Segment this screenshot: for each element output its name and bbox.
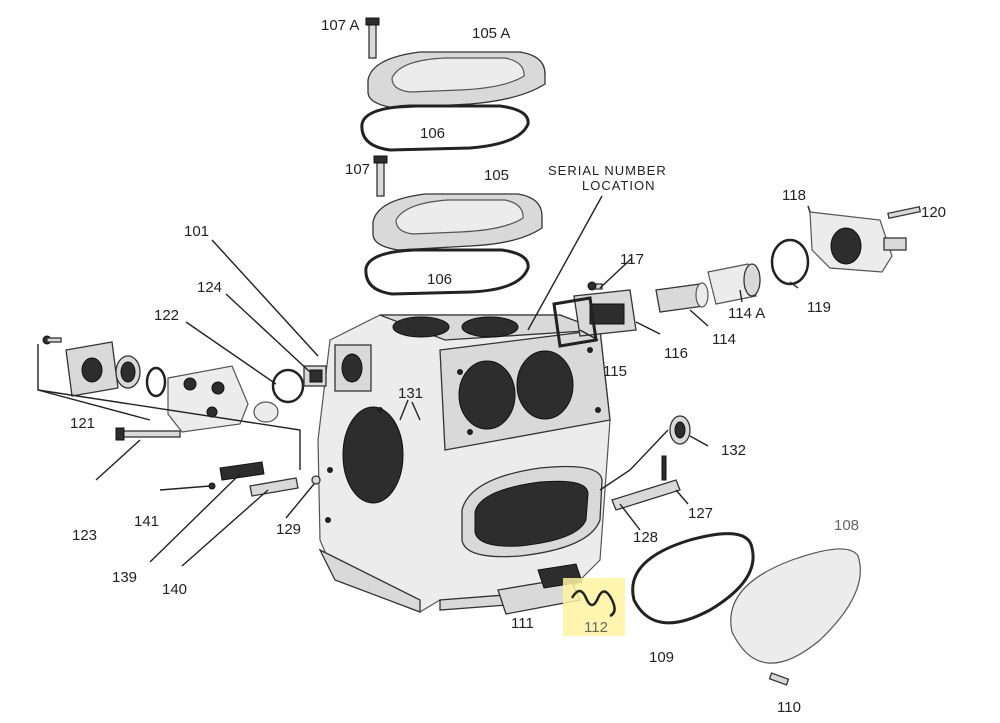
label-121: 121 xyxy=(70,415,95,432)
label-123: 123 xyxy=(72,527,97,544)
cover-108 xyxy=(730,548,861,664)
plate-121 xyxy=(65,341,119,397)
plug-129 xyxy=(311,475,321,485)
label-118: 118 xyxy=(782,187,806,204)
label-112: 112 xyxy=(584,619,608,636)
crankcase-block xyxy=(317,314,611,613)
label-114: 114 xyxy=(712,331,736,348)
label-107a: 107 A xyxy=(321,17,359,34)
oring-119 xyxy=(770,238,810,286)
cover-105 xyxy=(372,193,543,251)
cover-105a xyxy=(367,51,546,109)
strip-140 xyxy=(249,477,299,497)
leader-lines xyxy=(37,195,811,567)
label-119: 119 xyxy=(807,299,831,316)
gasket-115 xyxy=(552,296,598,348)
label-116: 116 xyxy=(664,345,688,362)
label-129: 129 xyxy=(276,521,301,538)
label-110: 110 xyxy=(777,699,801,716)
label-105a: 105 A xyxy=(472,25,510,42)
label-106-top: 106 xyxy=(420,125,445,142)
label-120: 120 xyxy=(921,204,946,221)
label-109: 109 xyxy=(649,649,674,666)
label-139: 139 xyxy=(112,569,137,586)
oil-pump-118 xyxy=(809,211,907,273)
pump-body-122 xyxy=(167,365,279,433)
label-serial-line2: LOCATION xyxy=(582,178,656,193)
screw-107a xyxy=(365,17,380,59)
screw-107 xyxy=(373,155,388,197)
gasket-106-bottom xyxy=(364,248,530,296)
gasket-109 xyxy=(631,532,755,625)
plate-139 xyxy=(219,461,265,481)
screw-120 xyxy=(887,205,922,220)
screw-110 xyxy=(768,672,790,686)
plug-132 xyxy=(669,415,691,445)
oring-124 xyxy=(271,368,305,404)
oring-left xyxy=(145,366,167,398)
screw-117 xyxy=(587,281,603,291)
label-106-bottom: 106 xyxy=(427,271,452,288)
label-105: 105 xyxy=(484,167,509,184)
label-128: 128 xyxy=(633,529,658,546)
label-115: 115 xyxy=(603,363,627,380)
bolt-123 xyxy=(115,427,181,441)
screw-left-top xyxy=(42,335,62,345)
label-114a: 114 A xyxy=(728,305,765,322)
filter-114a xyxy=(707,263,761,305)
label-108: 108 xyxy=(834,517,859,534)
label-107: 107 xyxy=(345,161,370,178)
spring-112 xyxy=(570,589,616,618)
gasket-106-top xyxy=(360,104,530,152)
label-117: 117 xyxy=(620,251,644,268)
label-141: 141 xyxy=(134,513,159,530)
label-131: 131 xyxy=(398,385,423,402)
label-serial-line1: SERIAL NUMBER xyxy=(548,163,667,178)
shaft-128 xyxy=(611,455,681,511)
label-111: 111 xyxy=(511,615,534,632)
label-122: 122 xyxy=(154,307,179,324)
seal-121 xyxy=(115,355,141,389)
cover-116 xyxy=(573,289,637,337)
strainer-114 xyxy=(655,282,709,313)
fitting-101 xyxy=(303,365,327,387)
label-127: 127 xyxy=(688,505,713,522)
label-140: 140 xyxy=(162,581,187,598)
label-124: 124 xyxy=(197,279,222,296)
label-101: 101 xyxy=(184,223,209,240)
label-132: 132 xyxy=(721,442,746,459)
